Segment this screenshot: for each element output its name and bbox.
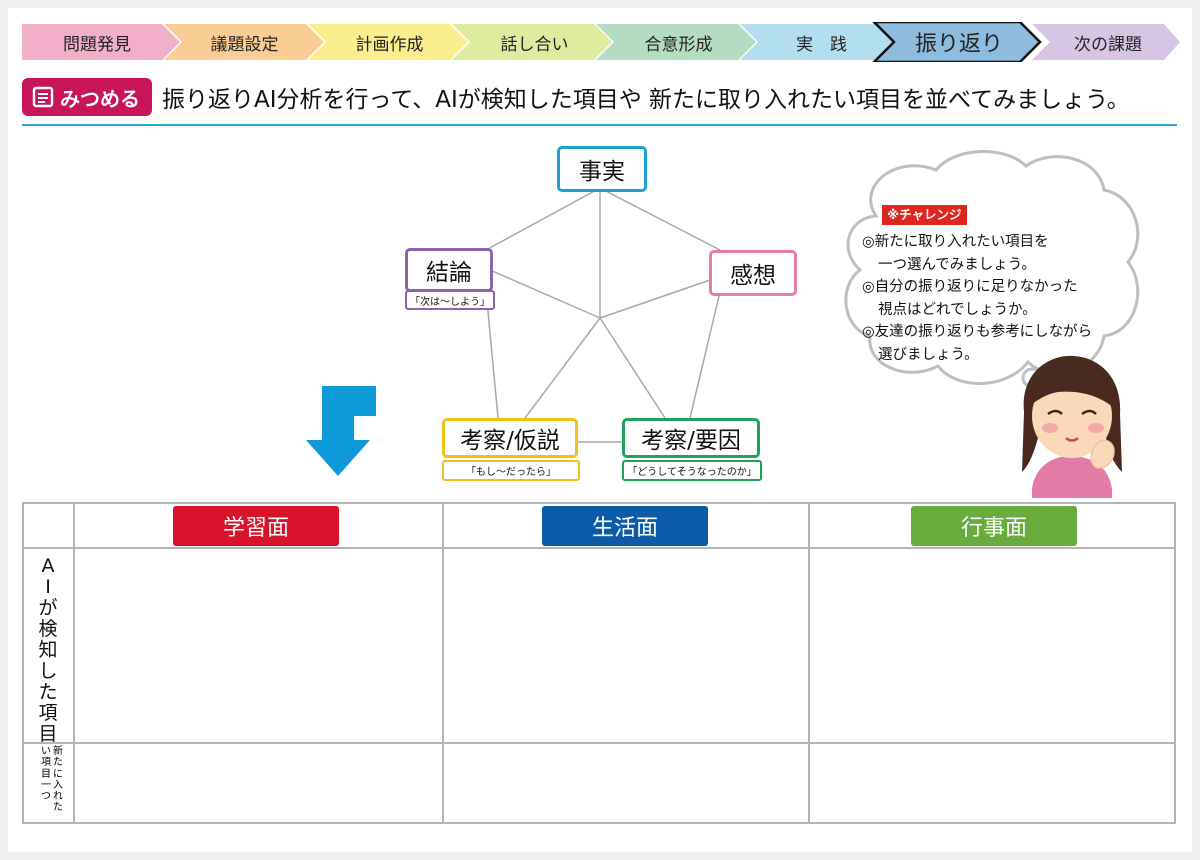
cell-learning-ai[interactable]: [75, 549, 442, 742]
cell-events-ai[interactable]: [810, 549, 1174, 742]
challenge-item-1-line1: ◎新たに取り入れたい項目を: [862, 234, 1049, 250]
row-label-column: 新たに入れた: [52, 746, 64, 822]
row-label-char: た: [53, 802, 63, 814]
mitsumeru-label: みつめる: [60, 86, 140, 111]
row-label-char: た: [53, 757, 63, 769]
step-7-label: 振り返り: [914, 32, 1003, 57]
node-hypothesis[interactable]: 考察/仮説: [442, 418, 578, 458]
reflection-pentagon: 事実 感想 結論 「次は～しよう」 考察/仮説 「もし～だったら」 考察/要因 …: [400, 140, 800, 490]
row-label-char: が: [38, 597, 58, 619]
step-chevron-4: [452, 24, 612, 60]
row-label-char: I: [45, 576, 51, 598]
step-chevron-5: [596, 24, 756, 60]
step-5-label: 合意形成: [644, 34, 713, 55]
step-2-label: 議題設定: [210, 34, 279, 55]
row-label-char: 項: [38, 702, 58, 724]
row-label-column: い項目一つ: [40, 746, 52, 822]
step-chevrons: [22, 22, 1180, 62]
step-1-label: 問題発見: [63, 34, 131, 55]
row-label-char: れ: [53, 791, 63, 803]
hypothesis-hint: 「もし～だったら」: [442, 460, 580, 481]
step-chevron-3: [308, 24, 468, 60]
node-conclusion[interactable]: 結論: [405, 248, 493, 292]
step-chevron-7: [872, 22, 1042, 62]
row-label-char: 入: [53, 779, 63, 791]
cause-hint: 「どうしてそうなったのか」: [622, 460, 762, 481]
challenge-item-1-line2: 一つ選んでみましょう。: [878, 256, 1036, 273]
step-chevron-1: [22, 24, 180, 60]
thinking-girl-illustration: [1022, 355, 1122, 498]
step-4-label: 話し合い: [500, 34, 569, 55]
step-chevron-6: [740, 24, 900, 60]
challenge-item-3-line2: 選びましょう。: [878, 346, 979, 363]
cell-learning-new[interactable]: [75, 744, 442, 822]
step-2[interactable]: 議題設定: [172, 24, 317, 60]
challenge-box: ※チャレンジ ◎新たに取り入れたい項目を 一つ選んでみましょう。 ◎自分の振り返…: [862, 204, 1132, 366]
step-5[interactable]: 合意形成: [606, 24, 751, 60]
row-label-char: 一: [41, 779, 51, 791]
notebook-icon: [32, 86, 54, 108]
column-header-life: 生活面: [542, 506, 708, 546]
challenge-item-2-line1: ◎自分の振り返りに足りなかった: [862, 279, 1078, 295]
row-label-char: し: [38, 660, 58, 682]
challenge-item-2-line2: 視点はどれでしょうか。: [878, 301, 1037, 318]
step-6-label: 実 践: [796, 34, 847, 55]
cell-life-new[interactable]: [444, 744, 808, 822]
row-label-char: つ: [41, 791, 51, 803]
pentagon-lines: [485, 187, 721, 443]
column-header-events: 行事面: [911, 506, 1077, 546]
step-chevron-8: [1032, 24, 1180, 60]
column-header-learning: 学習面: [173, 506, 339, 546]
step-1[interactable]: 問題発見: [22, 24, 172, 60]
row-label-char: 目: [41, 768, 51, 780]
step-chevron-2: [164, 24, 324, 60]
node-cause[interactable]: 考察/要因: [622, 418, 760, 458]
mitsumeru-badge: みつめる: [22, 78, 152, 116]
instruction-heading: みつめる 振り返りAI分析を行って、AIが検知した項目や 新たに取り入れたい項目…: [22, 78, 1177, 126]
step-7-current[interactable]: 振り返り: [884, 22, 1034, 62]
arrow-down-icon: [306, 386, 376, 476]
row-label-char: に: [53, 768, 63, 780]
row-label-char: 知: [38, 639, 58, 661]
cell-life-ai[interactable]: [444, 549, 808, 742]
challenge-badge: ※チャレンジ: [882, 205, 967, 225]
step-8-label: 次の課題: [1074, 34, 1142, 55]
row-label-char: い: [41, 746, 51, 757]
step-4[interactable]: 話し合い: [462, 24, 607, 60]
node-fact[interactable]: 事実: [557, 146, 647, 192]
node-impression[interactable]: 感想: [709, 250, 797, 296]
step-3[interactable]: 計画作成: [317, 24, 462, 60]
cell-events-new[interactable]: [810, 744, 1174, 822]
row-label-char: 検: [38, 618, 58, 640]
instruction-text: 振り返りAI分析を行って、AIが検知した項目や 新たに取り入れたい項目を並べてみ…: [162, 87, 1130, 113]
step-progress-bar: 問題発見 議題設定 計画作成 話し合い 合意形成 実 践 振り返り 次の課題: [22, 22, 1182, 62]
step-3-label: 計画作成: [355, 34, 424, 55]
row-label-char: 項: [41, 757, 51, 769]
row-label-new-item: 新たに入れたい項目一つ: [34, 746, 64, 822]
step-8[interactable]: 次の課題: [1038, 24, 1178, 60]
challenge-item-3-line1: ◎友達の振り返りも参考にしながら: [862, 324, 1093, 340]
row-label-char: 目: [38, 723, 58, 745]
table-grid: [22, 502, 1176, 824]
row-label-char: た: [38, 681, 58, 703]
row-label-char: A: [41, 555, 55, 577]
conclusion-hint: 「次は～しよう」: [405, 290, 495, 310]
row-label-char: 新: [53, 746, 63, 757]
step-6[interactable]: 実 践: [749, 24, 894, 60]
